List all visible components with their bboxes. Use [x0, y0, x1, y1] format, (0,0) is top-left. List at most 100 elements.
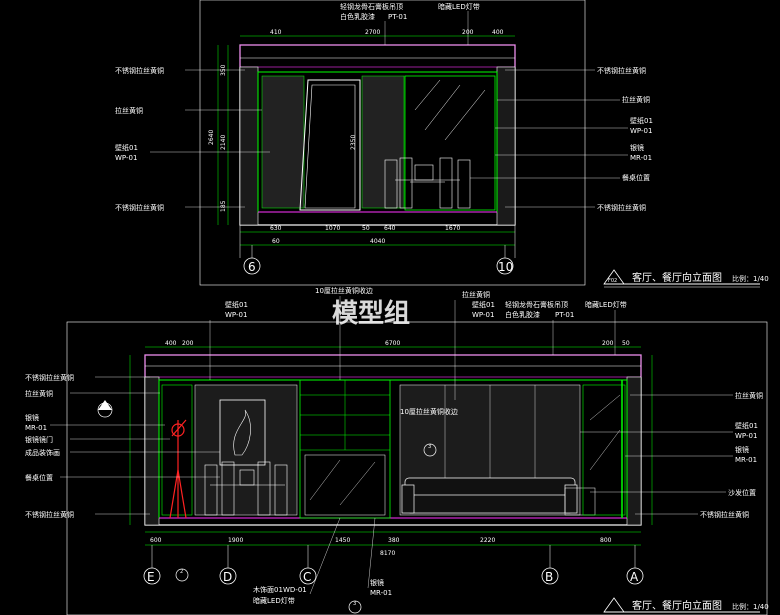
upper-left-label-3: 壁纸01 — [115, 143, 138, 152]
grid-label-A: A — [630, 570, 639, 584]
grid-label-10: 10 — [498, 260, 513, 274]
lower-top-label-2: WP-01 — [225, 311, 247, 319]
grid-bubble-B — [541, 567, 559, 585]
upper-title-symbol: F02 — [608, 278, 617, 284]
upper-top-dim-1: 410 — [270, 29, 282, 36]
upper-bottom-dim-7: 4040 — [370, 238, 385, 245]
grid-bubble-10 — [496, 257, 514, 275]
upper-height-dim-1: 2640 — [208, 130, 215, 145]
upper-label-ceiling: 轻钢龙骨石膏板吊顶 — [340, 2, 403, 11]
lower-top-label-5: 壁纸01 — [472, 300, 495, 309]
grid-bubble-C — [299, 567, 317, 585]
upper-top-dim-2: 2700 — [365, 29, 380, 36]
grid-bubble-E — [143, 567, 161, 585]
lower-top-label-1: 壁纸01 — [225, 300, 248, 309]
lower-top-dim-5: 50 — [622, 340, 630, 347]
upper-height-dim-3: 2350 — [350, 135, 357, 150]
section-mark-mid — [423, 443, 437, 457]
lower-top-label-7: 轻钢龙骨石膏板吊顶 — [505, 300, 568, 309]
grid-label-D: D — [223, 570, 232, 584]
lower-left-label-2: 拉丝黄铜 — [25, 389, 53, 398]
upper-left-label-2: 拉丝黄铜 — [115, 106, 143, 115]
upper-left-label-4: WP-01 — [115, 154, 137, 162]
upper-bottom-dim-6: 60 — [272, 238, 280, 245]
lower-bottom-dim-4: 380 — [388, 537, 400, 544]
upper-right-label-5: 银镜 — [630, 143, 644, 152]
lower-top-label-4: 拉丝黄铜 — [462, 290, 490, 299]
section-mark-bottom-1 — [175, 568, 189, 582]
grid-label-6: 6 — [248, 260, 256, 274]
upper-label-led: 暗藏LED灯带 — [438, 2, 480, 11]
grid-label-B: B — [545, 570, 553, 584]
lower-left-label-7: 餐桌位置 — [25, 473, 53, 482]
lower-right-label-7: 不锈钢拉丝黄铜 — [700, 510, 749, 519]
lower-bottom-dim-2: 1900 — [228, 537, 243, 544]
lower-right-label-5: MR-01 — [735, 456, 757, 464]
lower-top-dim-4: 200 — [602, 340, 614, 347]
elevation-lower — [129, 346, 653, 546]
lower-left-label-5: 银镜镜门 — [25, 435, 53, 444]
upper-top-dim-4: 400 — [492, 29, 504, 36]
upper-right-label-6: MR-01 — [630, 154, 652, 162]
grid-label-E: E — [147, 570, 155, 584]
upper-right-label-4: WP-01 — [630, 127, 652, 135]
section-mark-bottom-1-num: 2 — [180, 569, 183, 575]
upper-title: 客厅、餐厅向立面图 — [632, 271, 722, 284]
lower-bottom-dim-6: 800 — [600, 537, 612, 544]
lower-top-label-10: 暗藏LED灯带 — [585, 300, 627, 309]
upper-frame — [199, 0, 586, 286]
upper-height-dim-5: 185 — [220, 200, 227, 212]
elevation-upper — [199, 0, 586, 286]
lower-top-label-9: PT-01 — [555, 311, 574, 319]
lower-bottom-label-4: 银镜 — [370, 578, 384, 587]
upper-left-label-1: 不锈钢拉丝黄铜 — [115, 66, 164, 75]
lower-bottom-dim-5: 2220 — [480, 537, 495, 544]
lower-bottom-dim-3: 1450 — [335, 537, 350, 544]
section-mark-bottom-2-num: 3 — [353, 601, 356, 607]
grid-bubble-A — [626, 567, 644, 585]
lower-mid-label: 10厘拉丝黄铜收边 — [400, 407, 458, 416]
grid-bubble-D — [219, 567, 237, 585]
upper-title-block — [603, 269, 760, 288]
lower-right-label-6: 沙发位置 — [728, 488, 756, 497]
upper-label-paint: 白色乳胶漆 — [340, 12, 375, 21]
lower-bottom-label-5: MR-01 — [370, 589, 392, 597]
lower-top-dim-2: 200 — [182, 340, 194, 347]
upper-bottom-dim-3: 50 — [362, 225, 370, 232]
upper-height-dim-2: 2140 — [220, 135, 227, 150]
section-mark-mid-num: 3 — [428, 444, 431, 450]
lower-top-label-8: 白色乳胶漆 — [505, 310, 540, 319]
lower-top-dim-3: 6700 — [385, 340, 400, 347]
grid-label-C: C — [303, 570, 311, 584]
lower-title-block — [603, 597, 760, 613]
lower-left-label-1: 不锈钢拉丝黄铜 — [25, 373, 74, 382]
lower-title: 客厅、餐厅向立面图 — [632, 599, 722, 612]
upper-right-label-8: 不锈钢拉丝黄铜 — [597, 203, 646, 212]
lower-bottom-label-2: WD-01 — [283, 586, 307, 594]
lower-scale: 比例：1/40 — [732, 602, 769, 611]
upper-scale: 比例：1/40 — [732, 274, 769, 283]
lower-top-label-6: WP-01 — [472, 311, 494, 319]
lower-right-label-2: 壁纸01 — [735, 421, 758, 430]
upper-bottom-dim-5: 1670 — [445, 225, 460, 232]
lower-left-label-3: 银镜 — [25, 413, 39, 422]
lower-left-label-8: 不锈钢拉丝黄铜 — [25, 510, 74, 519]
upper-ceiling — [239, 44, 516, 68]
lower-bottom-dim-1: 600 — [150, 537, 162, 544]
lower-left-label-4: MR-01 — [25, 424, 47, 432]
upper-label-pt01: PT-01 — [388, 13, 407, 21]
lower-frame — [66, 321, 768, 615]
lower-right-label-4: 银镜 — [735, 445, 749, 454]
upper-right-label-2: 拉丝黄铜 — [622, 95, 650, 104]
lower-top-label-3: 10厘拉丝黄铜收边 — [315, 286, 373, 295]
grid-bubble-6 — [243, 257, 261, 275]
lower-right-label-3: WP-01 — [735, 432, 757, 440]
upper-right-label-3: 壁纸01 — [630, 116, 653, 125]
upper-bottom-dim-4: 640 — [384, 225, 396, 232]
upper-right-label-7: 餐桌位置 — [622, 173, 650, 182]
upper-bottom-dim-1: 630 — [270, 225, 282, 232]
lower-left-label-6: 成品装饰画 — [25, 448, 60, 457]
lower-bottom-label-3: 暗藏LED灯带 — [253, 596, 295, 605]
lower-bottom-label-1: 木饰面01 — [253, 585, 283, 594]
